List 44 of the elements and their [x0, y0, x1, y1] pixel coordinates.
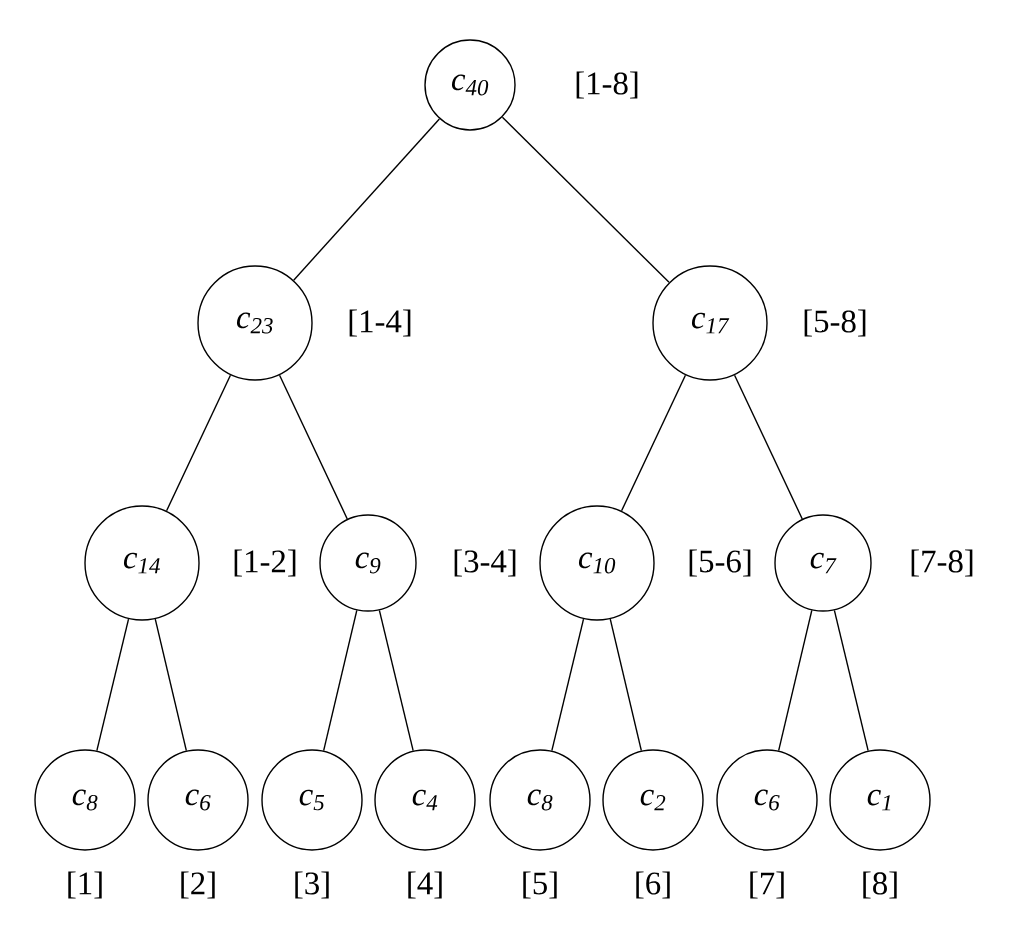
tree-node: c$_{14}$ [84, 505, 200, 621]
tree-node: c$_{6}$ [716, 749, 818, 851]
tree-edge [154, 618, 188, 752]
tree-edge [378, 609, 414, 752]
range-label: [1] [68, 871, 102, 899]
tree-edge [777, 609, 813, 752]
tree-node: c$_{9}$ [319, 514, 417, 612]
tree-node: c$_{8}$ [34, 749, 136, 851]
range-label: [2] [181, 871, 215, 899]
range-label: [6] [636, 871, 670, 899]
range-label: [7-8] [911, 549, 973, 577]
tree-edge [165, 374, 232, 512]
range-label: [3] [295, 871, 329, 899]
tree-edge [620, 374, 687, 512]
range-label: [5-6] [689, 549, 751, 577]
tree-node: c$_{17}$ [652, 265, 768, 381]
tree-edge [96, 618, 130, 752]
tree-node: c$_{6}$ [147, 749, 249, 851]
tree-edge [609, 618, 643, 752]
range-label: [8] [863, 871, 897, 899]
tree-node: c$_{4}$ [374, 749, 476, 851]
tree-node: c$_{23}$ [197, 265, 313, 381]
range-label: [5-8] [804, 309, 866, 337]
tree-node: c$_{5}$ [261, 749, 363, 851]
tree-edge [551, 618, 585, 752]
tree-node: c$_{8}$ [489, 749, 591, 851]
range-label: [5] [523, 871, 557, 899]
tree-node: c$_{2}$ [602, 749, 704, 851]
range-label: [3-4] [454, 549, 516, 577]
tree-node: c$_{40}$ [424, 39, 516, 131]
range-label: [1-4] [349, 309, 411, 337]
tree-edge [278, 374, 348, 520]
tree-node: c$_{7}$ [774, 514, 872, 612]
tree-edge [293, 118, 441, 281]
tree-edge [322, 609, 358, 752]
tree-edge [833, 609, 869, 752]
tree-edge [733, 374, 803, 520]
range-label: [1-2] [234, 549, 296, 577]
range-label: [4] [408, 871, 442, 899]
tree-node: c$_{10}$ [539, 505, 655, 621]
tree-node: c$_{1}$ [829, 749, 931, 851]
tree-edge [501, 116, 670, 284]
range-label: [1-8] [576, 71, 638, 99]
range-label: [7] [750, 871, 784, 899]
